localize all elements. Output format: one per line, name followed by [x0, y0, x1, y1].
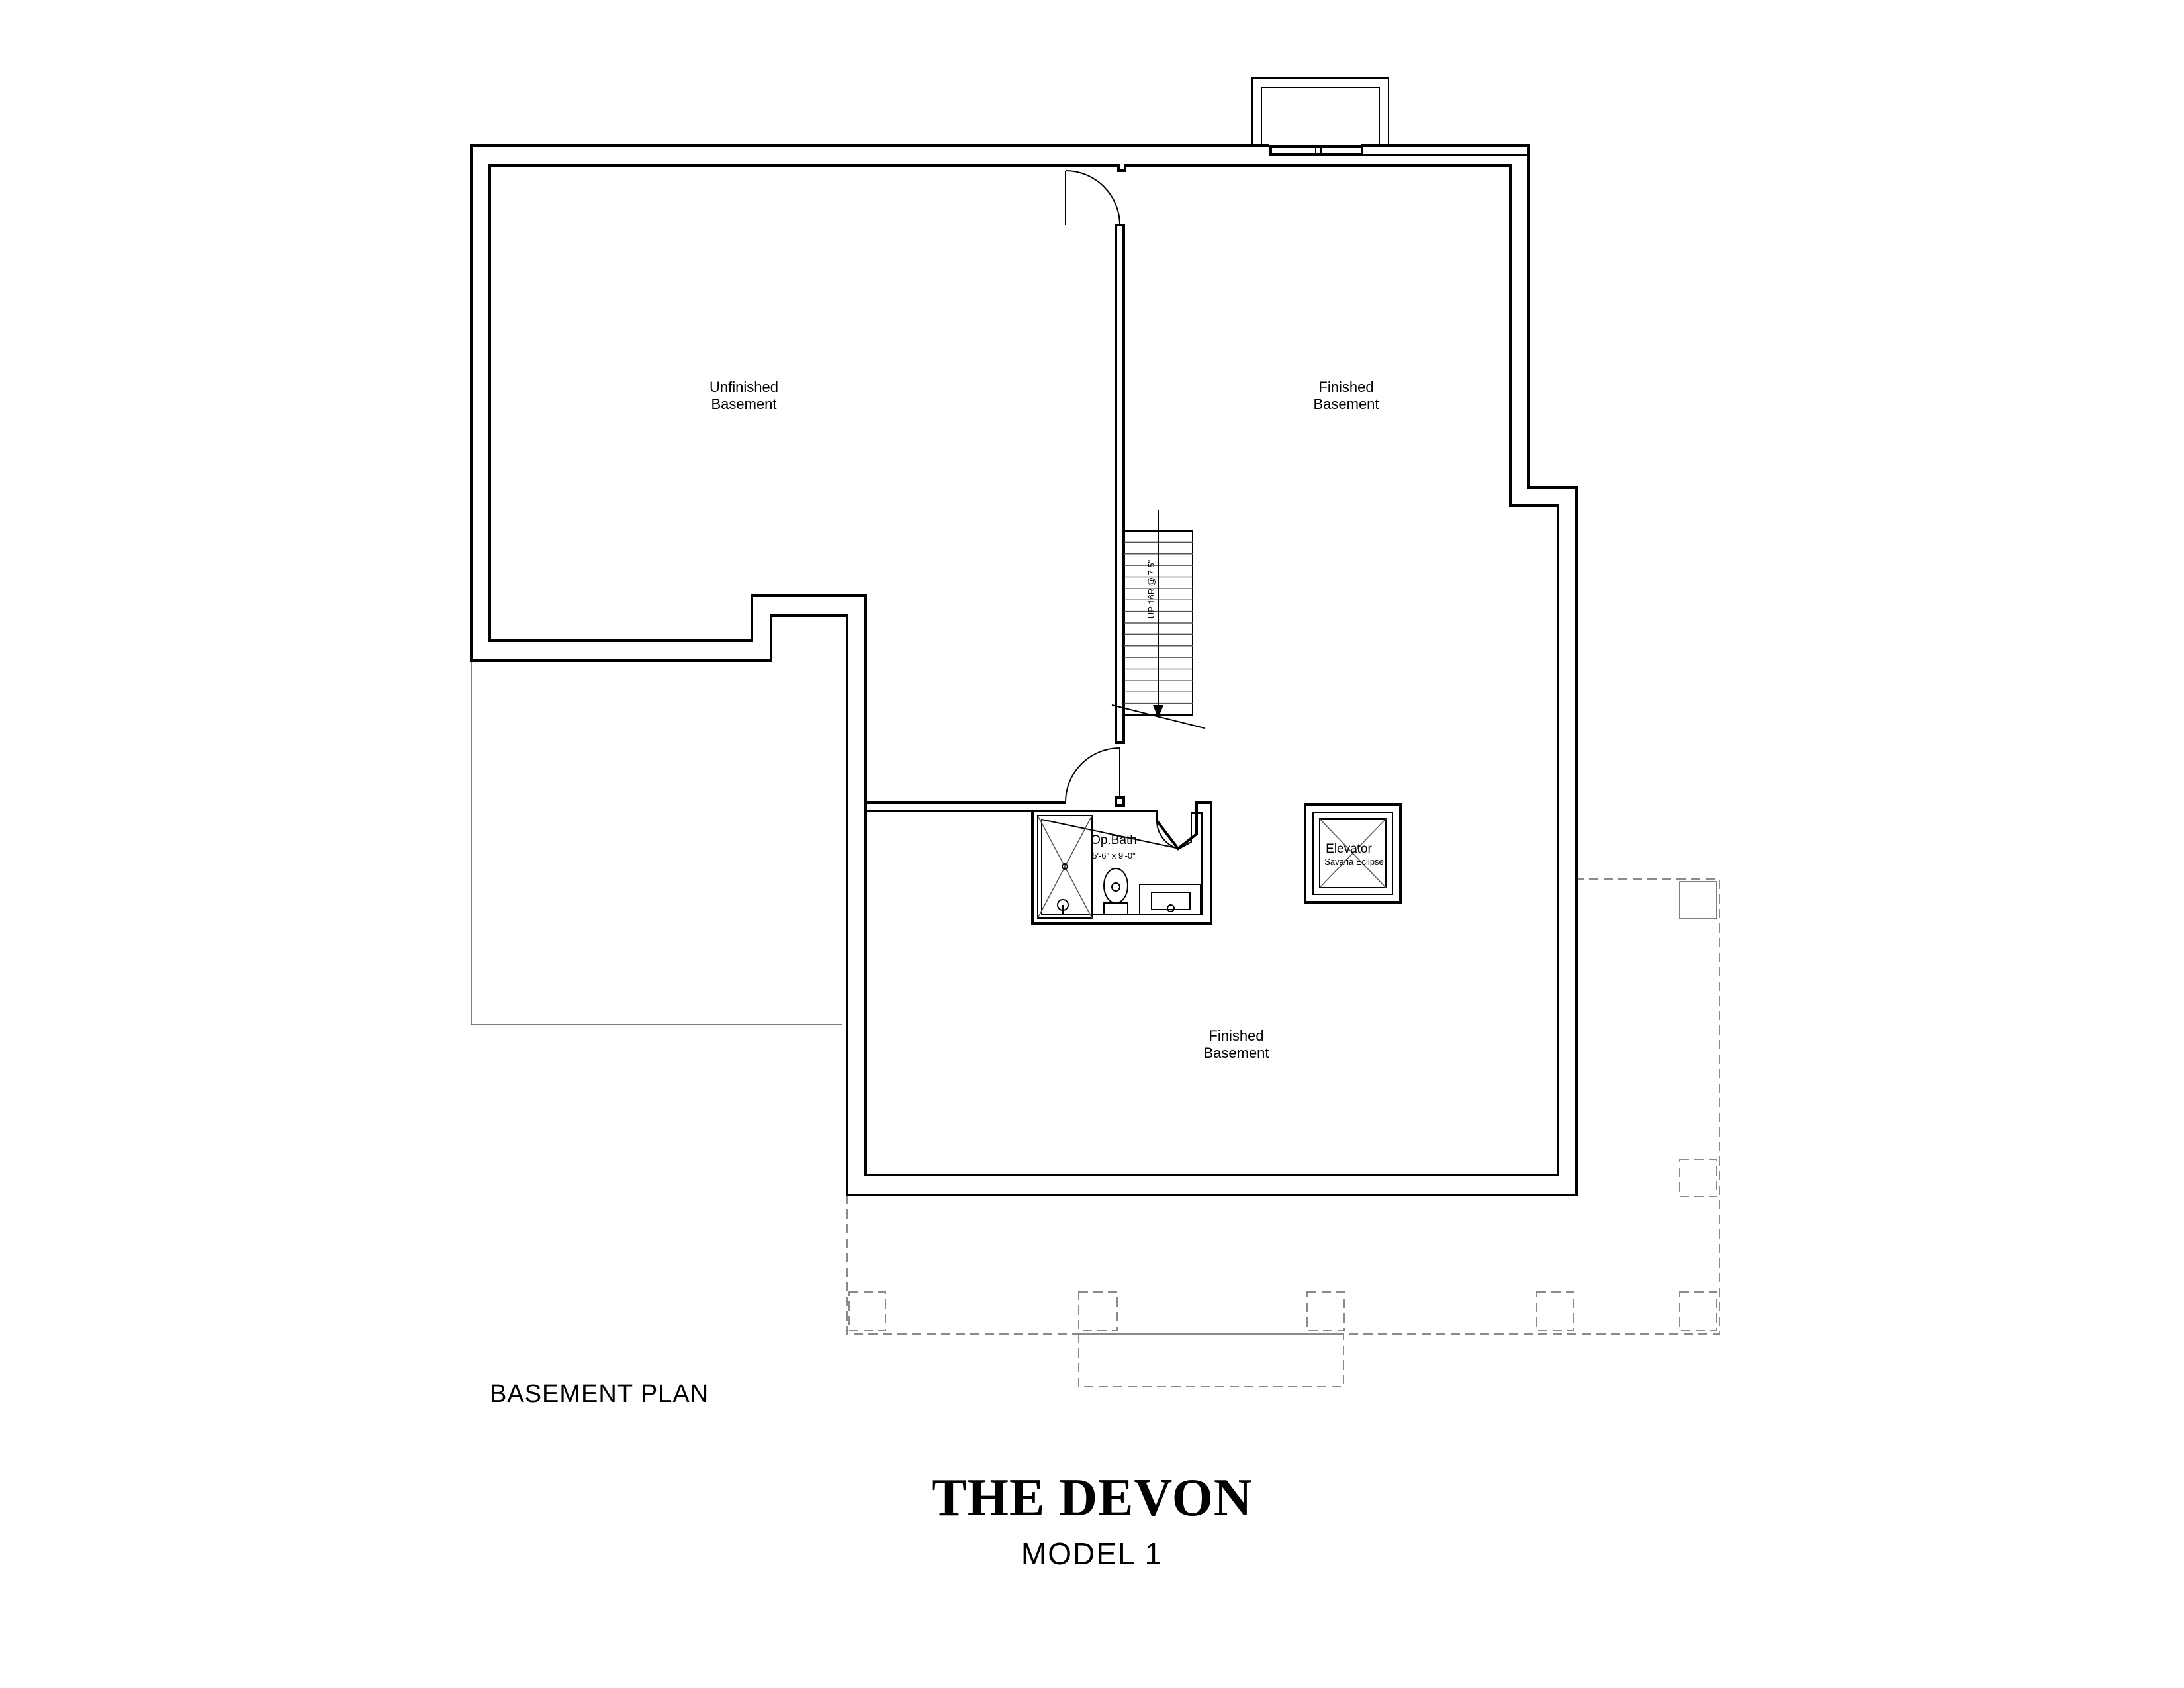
room-unfinished-basement-line1: Unfinished	[709, 379, 778, 395]
interior-wall-lower-left	[864, 596, 1125, 812]
plan-caption: BASEMENT PLAN	[490, 1380, 709, 1408]
model-title: THE DEVON	[931, 1469, 1253, 1527]
room-finished-basement-lower-line2: Basement	[1203, 1045, 1269, 1061]
elevator-model: Savaria Eclipse	[1324, 857, 1384, 867]
staircase	[1111, 510, 1205, 729]
model-subtitle: MODEL 1	[1021, 1536, 1163, 1571]
exterior-outline-left	[471, 661, 842, 1025]
porch-outline	[846, 878, 1720, 1387]
bath-size: 5'-6" x 9'-0"	[1092, 851, 1136, 861]
elevator	[1304, 803, 1402, 904]
room-unfinished-basement-line2: Basement	[711, 396, 776, 412]
room-finished-basement-upper-line1: Finished	[1318, 379, 1373, 395]
top-entry	[1251, 77, 1389, 155]
elevator-name: Elevator	[1326, 842, 1372, 856]
bath-name: Op.Bath	[1091, 833, 1137, 847]
stair-label: UP 16R @ 7.5"	[1146, 559, 1156, 618]
room-finished-basement-lower-line1: Finished	[1208, 1027, 1263, 1044]
interior-wall-central	[1065, 170, 1125, 744]
op-bath	[1031, 801, 1212, 925]
room-finished-basement-upper-line2: Basement	[1313, 396, 1379, 412]
exterior-walls	[470, 144, 1578, 1196]
